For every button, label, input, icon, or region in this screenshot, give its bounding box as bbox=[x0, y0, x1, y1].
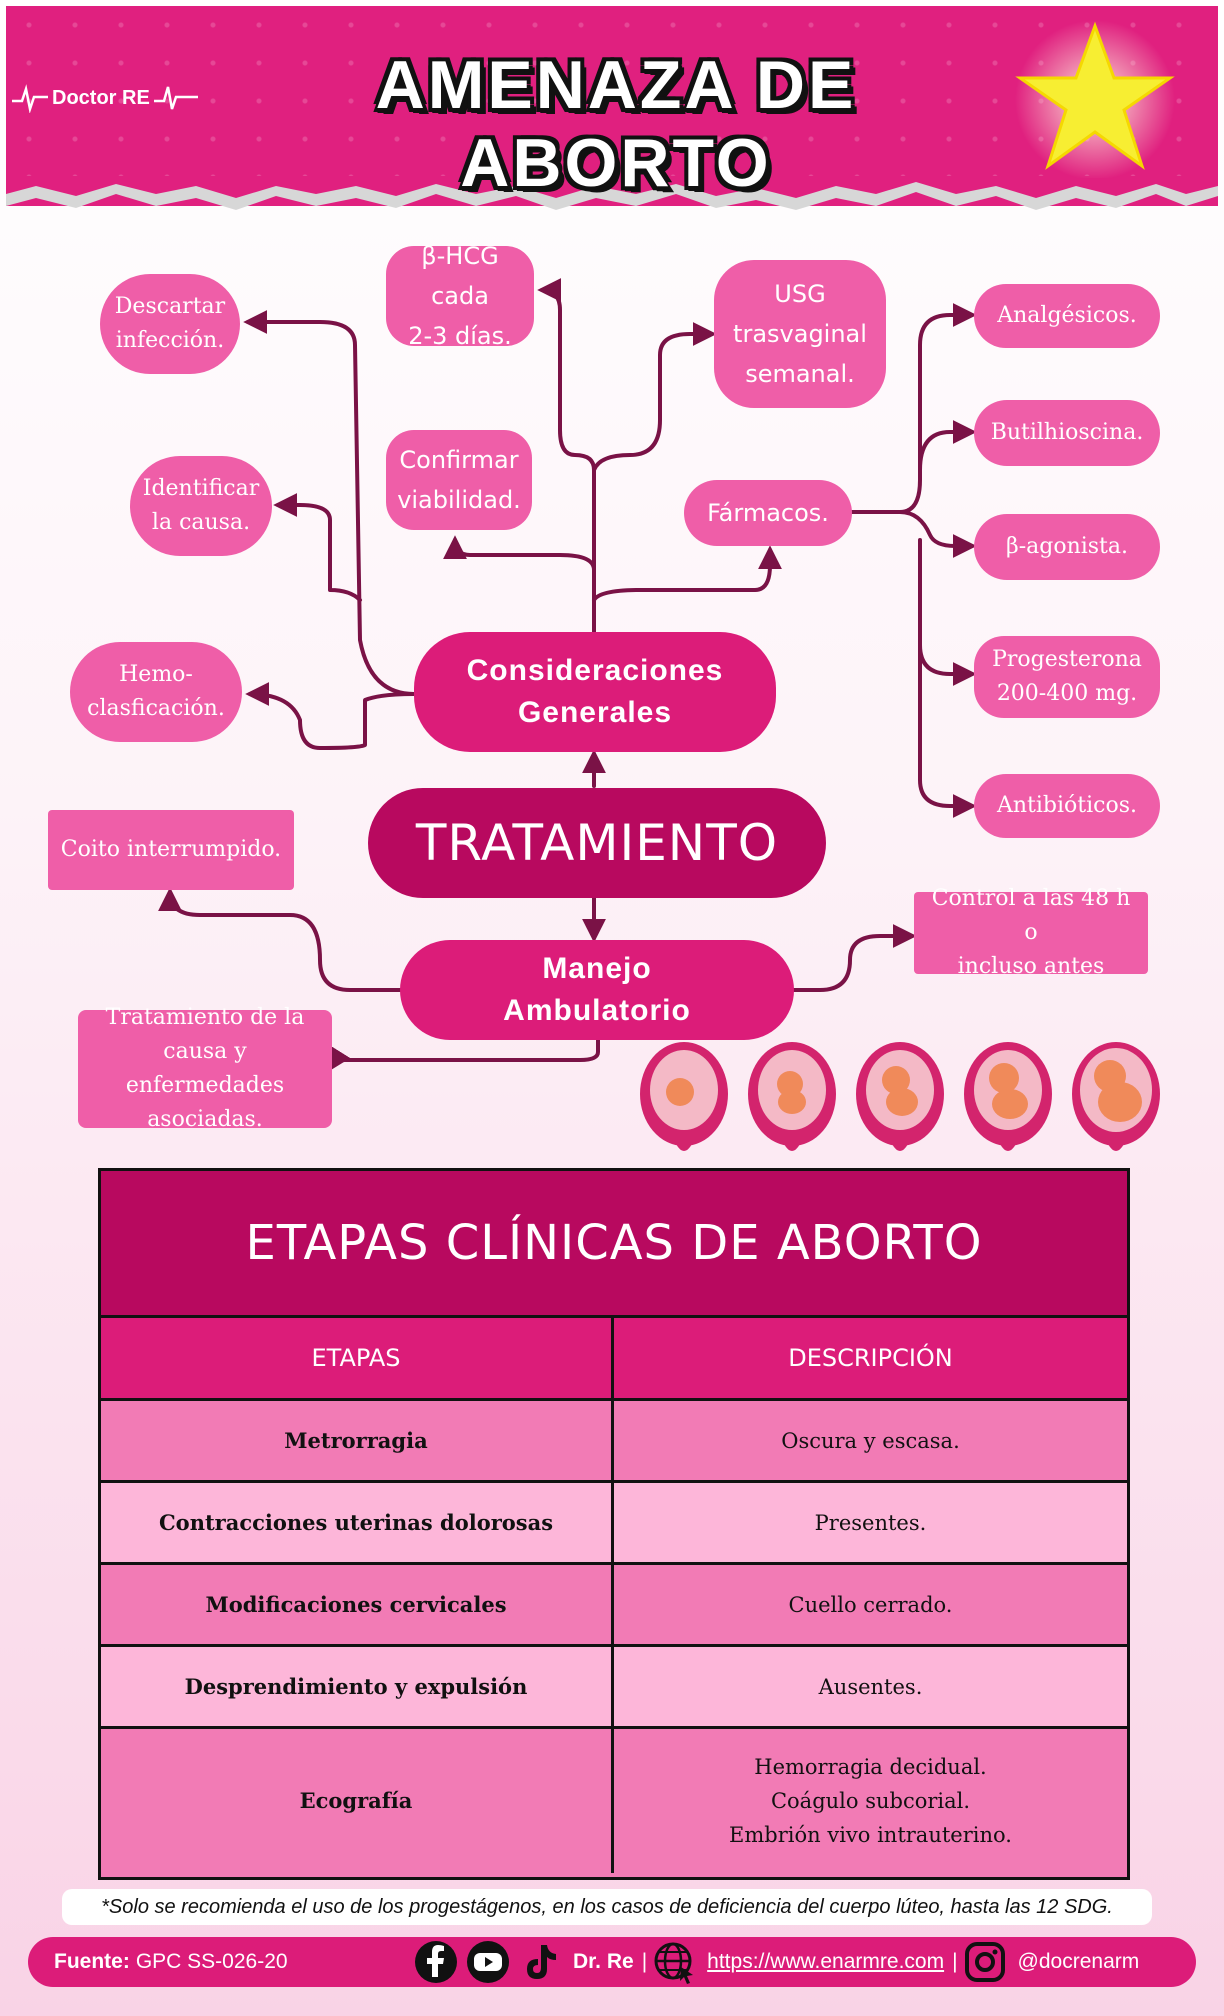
table-header-descripcion: DESCRIPCIÓN bbox=[788, 1344, 953, 1372]
brand-logo: Doctor RE bbox=[12, 78, 212, 118]
node-bhcg: β-HCG cada 2-3 días. bbox=[386, 242, 534, 350]
node-tratamiento-causa: Tratamiento de la causa y enfermedades a… bbox=[78, 1005, 332, 1132]
table-header-etapas: ETAPAS bbox=[101, 1318, 614, 1398]
connector-control bbox=[792, 924, 917, 992]
node-beta-agonista: β-agonista. bbox=[974, 514, 1160, 580]
heartbeat-icon bbox=[12, 84, 48, 113]
connector-usg bbox=[592, 322, 717, 472]
mindmap-connectors bbox=[158, 278, 977, 1073]
connector-bhcg bbox=[537, 278, 596, 572]
connector-analgesicos bbox=[848, 303, 977, 514]
connector-coito bbox=[158, 887, 402, 992]
facebook-icon[interactable] bbox=[413, 1939, 459, 1985]
connector-descartar bbox=[243, 310, 416, 696]
connector-hemo bbox=[245, 682, 416, 750]
footer-bar: Fuente: GPC SS-026-20 Dr. Re | bbox=[28, 1937, 1196, 1987]
table-row: Modificaciones cervicales Cuello cerrado… bbox=[101, 1565, 1127, 1647]
footer-social: Dr. Re | https://www.enarmre.com | @docr… bbox=[413, 1937, 1143, 1987]
table-cell-stage: Modificaciones cervicales bbox=[101, 1565, 614, 1644]
connector-confirmar bbox=[443, 535, 596, 634]
node-farmacos: Fármacos. bbox=[684, 480, 852, 546]
node-butilhioscina: Butilhioscina. bbox=[974, 400, 1160, 466]
connector-progesterona bbox=[918, 538, 977, 686]
connector-identificar bbox=[273, 493, 362, 602]
clinical-stages-table: ETAPAS CLÍNICAS DE ABORTO ETAPAS DESCRIP… bbox=[98, 1168, 1130, 1880]
embryo-icon bbox=[1072, 1042, 1160, 1151]
footer-handle[interactable]: @docrenarm bbox=[1017, 1950, 1140, 1973]
connector-farmacos bbox=[592, 545, 782, 602]
table-cell-stage: Metrorragia bbox=[101, 1401, 614, 1480]
embryo-icon bbox=[856, 1042, 944, 1151]
connector-bagonista bbox=[898, 510, 977, 558]
table-row: Desprendimiento y expulsión Ausentes. bbox=[101, 1647, 1127, 1729]
node-confirmar-viabilidad: Confirmar viabilidad. bbox=[386, 430, 532, 530]
instagram-icon[interactable] bbox=[962, 1939, 1008, 1985]
connector-tratamiento-causa bbox=[327, 1038, 600, 1073]
table-row: Ecografía Hemorragia decidual. Coágulo s… bbox=[101, 1729, 1127, 1873]
table-cell-description: Oscura y escasa. bbox=[781, 1428, 960, 1453]
page-title: AMENAZA DE ABORTO bbox=[375, 47, 857, 201]
footer-name: Dr. Re bbox=[573, 1950, 634, 1973]
heartbeat-icon-right bbox=[153, 86, 198, 110]
table-row: Metrorragia Oscura y escasa. bbox=[101, 1401, 1127, 1483]
table-cell-description: Cuello cerrado. bbox=[788, 1592, 953, 1617]
tiktok-icon[interactable] bbox=[517, 1939, 563, 1985]
connector-butilhioscina bbox=[918, 420, 977, 472]
node-consideraciones-generales: Consideraciones Generales bbox=[414, 632, 776, 752]
brand-logo-text: Doctor RE bbox=[52, 86, 150, 109]
table-header-row: ETAPAS DESCRIPCIÓN bbox=[101, 1318, 1127, 1401]
footer-source-value: GPC SS-026-20 bbox=[135, 1950, 288, 1973]
embryo-icon bbox=[640, 1042, 728, 1151]
star-icon bbox=[1015, 20, 1175, 178]
footer-separator-2: | bbox=[952, 1950, 958, 1973]
embryo-icon bbox=[748, 1042, 836, 1151]
connector-antibioticos bbox=[918, 638, 977, 818]
node-manejo-ambulatorio: Manejo Ambulatorio bbox=[400, 940, 794, 1040]
table-cell-description: Ausentes. bbox=[818, 1674, 923, 1699]
footnote: *Solo se recomienda el uso de los proges… bbox=[62, 1889, 1152, 1925]
node-identificar-causa: Identificar la causa. bbox=[130, 456, 272, 556]
node-control-48h: Control a las 48 h o incluso antes bbox=[914, 886, 1148, 979]
table-cell-description: Presentes. bbox=[814, 1510, 927, 1535]
footer-website-link[interactable]: https://www.enarmre.com bbox=[707, 1950, 945, 1973]
node-coito-interrumpido: Coito interrumpido. bbox=[48, 810, 294, 890]
footer-source: Fuente: GPC SS-026-20 bbox=[54, 1937, 288, 1987]
node-antibioticos: Antibióticos. bbox=[974, 774, 1160, 838]
footer-source-label: Fuente: bbox=[54, 1950, 130, 1973]
node-analgesicos: Analgésicos. bbox=[974, 284, 1160, 348]
table-cell-stage: Contracciones uterinas dolorosas bbox=[101, 1483, 614, 1562]
node-usg-trasvaginal: USG trasvaginal semanal. bbox=[714, 260, 886, 408]
footer-separator: | bbox=[641, 1950, 648, 1973]
embryo-illustrations bbox=[640, 1042, 1160, 1151]
youtube-icon[interactable] bbox=[465, 1939, 511, 1985]
table-row: Contracciones uterinas dolorosas Present… bbox=[101, 1483, 1127, 1565]
table-cell-stage: Ecografía bbox=[101, 1729, 614, 1873]
table-title: ETAPAS CLÍNICAS DE ABORTO bbox=[101, 1171, 1127, 1318]
globe-icon bbox=[654, 1942, 694, 1984]
torn-paper-edge bbox=[6, 176, 1218, 210]
node-progesterona: Progesterona 200-400 mg. bbox=[974, 636, 1160, 718]
embryo-icon bbox=[964, 1042, 1052, 1151]
node-tratamiento: TRATAMIENTO bbox=[368, 788, 826, 898]
node-descartar-infeccion: Descartar infección. bbox=[100, 274, 240, 374]
node-hemoclasificacion: Hemo- clasficación. bbox=[70, 642, 242, 742]
table-cell-description: Hemorragia decidual. Coágulo subcorial. … bbox=[729, 1755, 1012, 1847]
table-cell-stage: Desprendimiento y expulsión bbox=[101, 1647, 614, 1726]
